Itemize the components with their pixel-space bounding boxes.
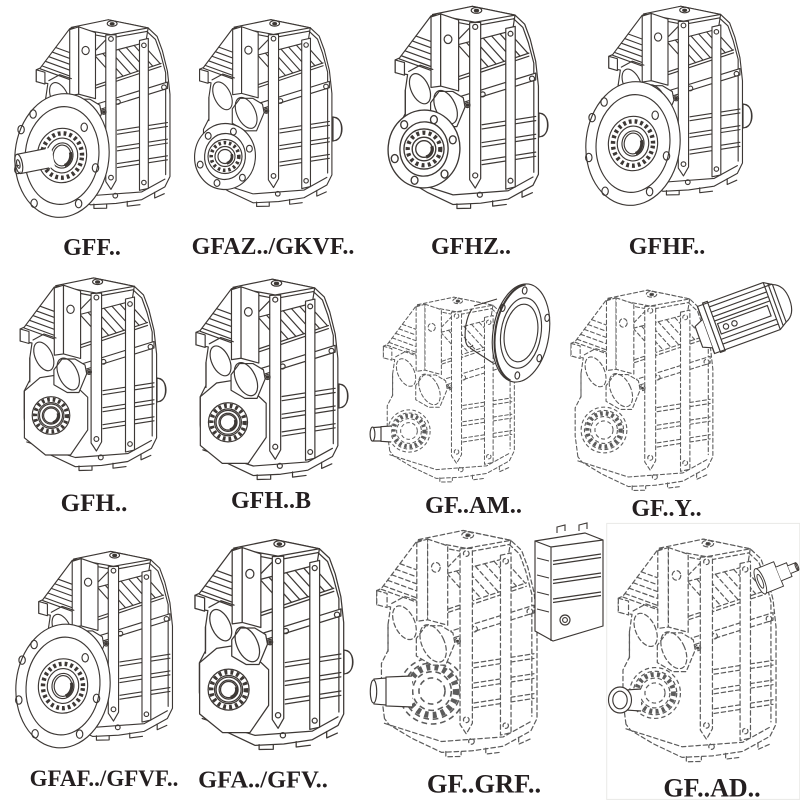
svg-text:GFA../GFV..: GFA../GFV.. <box>198 767 328 794</box>
svg-text:GF..AD..: GF..AD.. <box>663 774 760 800</box>
svg-text:GFAF../GFVF..: GFAF../GFVF.. <box>30 766 179 791</box>
svg-text:GF..GRF..: GF..GRF.. <box>427 769 541 799</box>
svg-text:GFHF..: GFHF.. <box>629 234 705 260</box>
svg-text:GF..AM..: GF..AM.. <box>425 492 522 519</box>
svg-text:GFHZ..: GFHZ.. <box>431 234 511 260</box>
svg-text:GFH..: GFH.. <box>61 490 128 517</box>
svg-text:GF..Y..: GF..Y.. <box>631 496 701 522</box>
svg-text:GFAZ../GKVF..: GFAZ../GKVF.. <box>192 234 355 260</box>
svg-text:GFH..B: GFH..B <box>231 488 311 514</box>
svg-text:GFF..: GFF.. <box>63 235 121 261</box>
